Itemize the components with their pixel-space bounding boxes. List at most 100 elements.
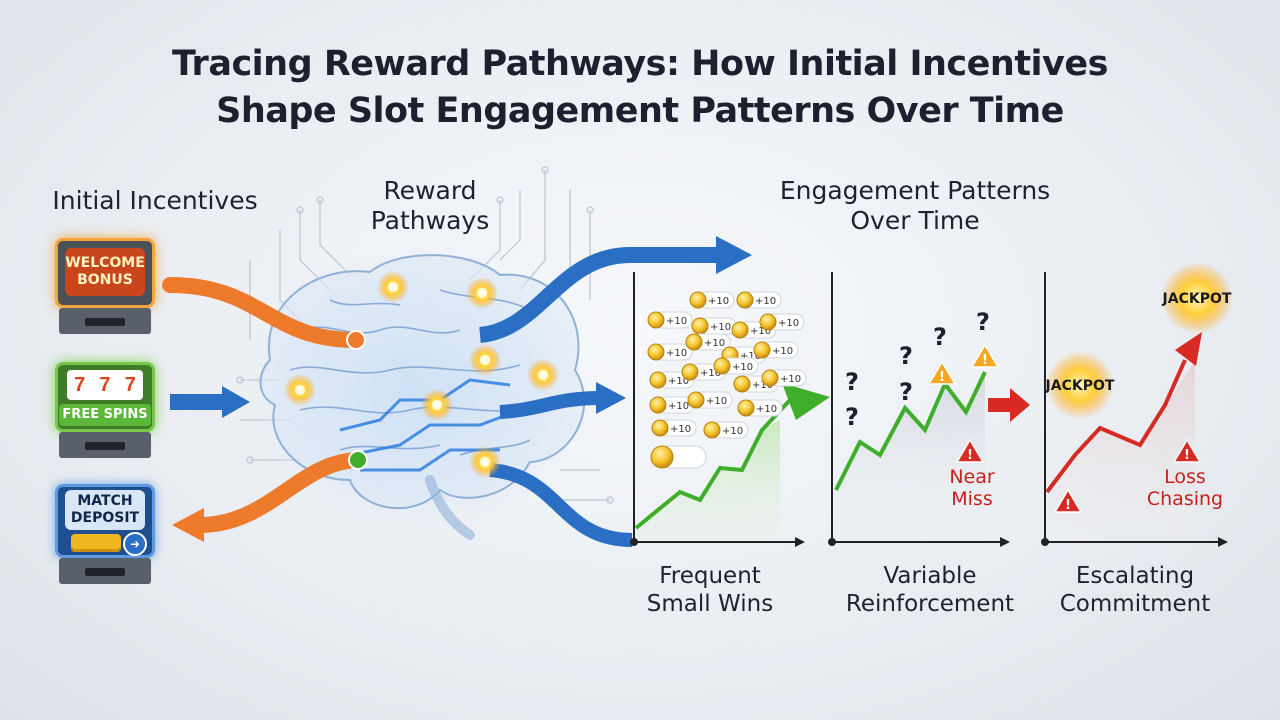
welcome-bonus-line-2: BONUS [77,272,133,288]
coin-stack-icon [71,534,121,552]
heading-reward-pathways-line-1: Reward [383,176,477,205]
caption-variable-reinforcement: Variable Reinforcement [830,562,1030,618]
coin-value-label: +10 [755,296,776,307]
chart-frequent-small-wins: +10+10+10+10+10+10+10+10+10+10+10+10+10+… [630,272,830,547]
heading-reward-pathways: Reward Pathways [340,176,520,236]
warning-icon: ! [970,343,1000,368]
coin-value-label: +10 [666,316,687,327]
match-deposit-line-2: DEPOSIT [70,510,140,526]
coin-plus-ten: +10 [691,317,737,335]
caption-small-wins-line-1: Frequent [659,563,761,589]
coin-plus-ten: +10 [703,421,749,439]
reward-burst-icon [377,271,409,303]
warning-mark: ! [982,353,988,368]
coin-value-label: +10 [750,326,771,337]
caption-small-wins-line-2: Small Wins [646,591,774,617]
warning-icon: ! [1172,438,1202,463]
caption-variable-line-2: Reinforcement [845,591,1015,617]
reward-bursts [284,271,559,478]
question-mark: ? [976,308,990,336]
coin-plus-ten: +10 [761,369,807,387]
pathway-blue-out-top [478,236,752,343]
warning-icon: ! [955,438,985,463]
coin-value-label: +10 [752,380,773,391]
warning-mark: ! [1184,448,1190,463]
page-title-line-2: Shape Slot Engagement Patterns Over Time [216,91,1064,131]
coin-plus-ten: +10 [736,291,782,309]
coin-value-label: +10 [670,424,691,435]
coin-value-label: +10 [780,374,801,385]
near-miss-label-line-2: Miss [951,488,992,510]
coin-value-label: +10 [740,351,761,362]
coin-value-label: +10 [706,396,727,407]
chart-variable-reinforcement: ?????? [828,272,1030,547]
coin-value-label: +10 [722,426,743,437]
coin-value-label: +10 [666,348,687,359]
heading-reward-pathways-line-2: Pathways [370,206,490,235]
pathway-orange-in [162,277,366,350]
question-mark: ? [899,342,913,370]
free-spins-label: FREE SPINS [59,404,151,426]
chart-escalating-commitment [1041,272,1228,547]
question-mark: ? [933,323,947,351]
coin-plus-ten: +10 [649,396,695,414]
coin-plus-ten: +10 [649,371,695,389]
caption-variable-line-1: Variable [883,563,977,589]
match-deposit-line-1: MATCH [77,493,133,509]
question-mark: ? [845,368,859,396]
coin-value-label: +10 [700,368,721,379]
loss-chasing-label-line-2: Chasing [1147,488,1223,510]
match-deposit-machine: MATCH DEPOSIT ➜ [55,484,155,584]
question-marks: ?????? [845,308,990,431]
welcome-bonus-machine: WELCOME BONUS [55,238,155,334]
warning-icon: ! [1053,488,1083,513]
coin-value-label: +10 [772,346,793,357]
reward-burst-icon [527,359,559,391]
warning-icon: ! [927,360,957,385]
coin-value-label: +10 [668,401,689,412]
jackpot-label-2: JACKPOT [1162,291,1232,307]
heading-engagement-line-1: Engagement Patterns [779,176,1051,205]
heading-engagement-line-2: Over Time [850,206,980,235]
coin-plus-ten-large [650,445,707,469]
jackpot-burst-2: JACKPOT [1161,262,1233,334]
caption-escalating-line-2: Commitment [1059,591,1211,617]
warning-icons: !!!!! [927,343,1202,513]
arrow-right-icon: ➜ [123,532,147,556]
heading-engagement-patterns: Engagement Patterns Over Time [760,176,1070,236]
coin-plus-ten: +10 [753,341,799,359]
welcome-bonus-line-1: WELCOME [65,255,145,271]
caption-frequent-small-wins: Frequent Small Wins [620,562,800,618]
warning-mark: ! [967,448,973,463]
question-mark: ? [845,403,859,431]
reward-burst-icon [466,277,498,309]
coin-value-label: +10 [704,338,725,349]
jackpot-label-1: JACKPOT [1045,378,1115,394]
loss-chasing-label-line-1: Loss [1164,466,1206,488]
reward-burst-icon [469,344,501,376]
warning-mark: ! [939,370,945,385]
coin-value-label: +10 [756,404,777,415]
coin-value-label: +10 [732,362,753,373]
jackpot-burst-1: JACKPOT [1045,351,1115,419]
caption-escalating-line-1: Escalating [1075,563,1195,589]
coin-value-label: +10 [668,376,689,387]
pathway-blue-out-mid [499,382,626,419]
near-miss-label-line-1: Near [949,466,995,488]
coin-value-label: +10 [778,318,799,329]
pathway-blue-out-low [489,463,633,547]
reward-burst-icon [284,374,316,406]
reward-burst-icon [421,389,453,421]
warning-mark: ! [1065,498,1071,513]
coin-value-label: +10 [708,296,729,307]
caption-escalating-commitment: Escalating Commitment [1040,562,1230,618]
pathway-blue-in [170,386,250,418]
coin-plus-ten: +10 [689,291,735,309]
coin-plus-ten: +10 [759,313,805,331]
coin-plus-ten: +10 [687,391,733,409]
coin-plus-ten: +10 [647,311,693,329]
pathway-orange-out [172,450,368,542]
